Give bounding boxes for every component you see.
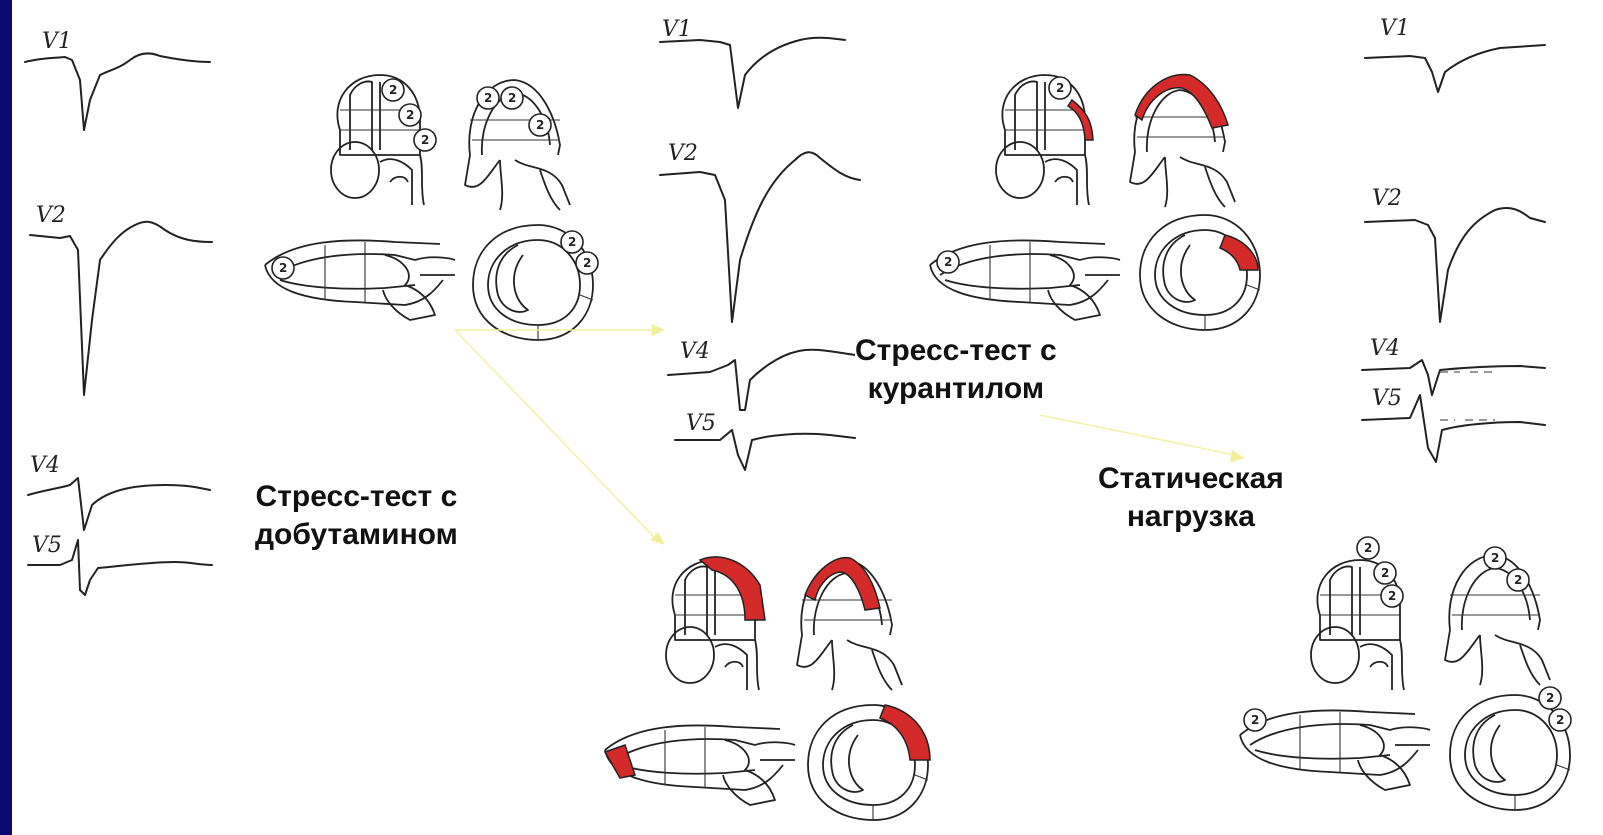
svg-text:2: 2	[1381, 566, 1389, 580]
svg-text:2: 2	[1514, 573, 1522, 587]
svg-text:2: 2	[1056, 81, 1064, 95]
ecg-trace	[25, 53, 210, 130]
label-static-load: Статическая нагрузка	[1098, 460, 1284, 536]
arrow	[1040, 415, 1235, 455]
lead-label-v2: V2	[1372, 186, 1402, 211]
svg-text:2: 2	[406, 108, 414, 122]
lead-label-v1: V1	[1380, 16, 1410, 41]
svg-text:2: 2	[484, 91, 492, 105]
ecg-panel-baseline	[25, 53, 212, 595]
svg-text:2: 2	[944, 255, 952, 269]
svg-text:2: 2	[421, 133, 429, 147]
ischemic-segment	[700, 557, 765, 620]
svg-text:2: 2	[1251, 713, 1259, 727]
arrow	[455, 330, 655, 538]
ischemic-segment	[1068, 100, 1093, 140]
lead-label-v1: V1	[662, 17, 692, 42]
svg-text:2: 2	[568, 235, 576, 249]
svg-text:2: 2	[389, 83, 397, 97]
lead-label-v5: V5	[1372, 386, 1402, 411]
svg-text:2: 2	[508, 91, 516, 105]
wall-motion-score-badge: 2 2 2 2 2 2 2 2	[1244, 537, 1571, 731]
ecg-panel-curantyl	[660, 38, 860, 470]
lead-label-v5: V5	[32, 533, 62, 558]
lead-label-v1: V1	[42, 29, 72, 54]
lead-label-v2: V2	[668, 141, 698, 166]
lead-label-v4: V4	[30, 453, 60, 478]
svg-text:2: 2	[1556, 713, 1564, 727]
lead-label-v4: V4	[1370, 336, 1400, 361]
svg-text:2: 2	[279, 261, 287, 275]
lead-label-v5: V5	[686, 411, 716, 436]
heart-diagrams-curantyl: 2 2	[930, 75, 1260, 330]
heart-diagrams-baseline: 2 2 2 2 2 2 2 2 2	[265, 75, 598, 340]
svg-text:2: 2	[1388, 589, 1396, 603]
label-curantyl-stress-test: Стресс-тест с курантилом	[855, 332, 1057, 408]
svg-text:2: 2	[583, 256, 591, 270]
heart-diagrams-static-load: 2 2 2 2 2 2 2 2	[1240, 537, 1571, 810]
heart-diagrams-dobutamine	[605, 557, 930, 820]
svg-text:2: 2	[536, 118, 544, 132]
label-dobutamine-stress-test: Стресс-тест с добутамином	[255, 478, 458, 554]
svg-text:2: 2	[1546, 691, 1554, 705]
lead-label-v4: V4	[680, 339, 710, 364]
svg-text:2: 2	[1364, 541, 1372, 555]
lead-label-v2: V2	[36, 203, 66, 228]
wall-motion-score-badge: 2 2	[937, 77, 1071, 273]
svg-text:2: 2	[1491, 551, 1499, 565]
